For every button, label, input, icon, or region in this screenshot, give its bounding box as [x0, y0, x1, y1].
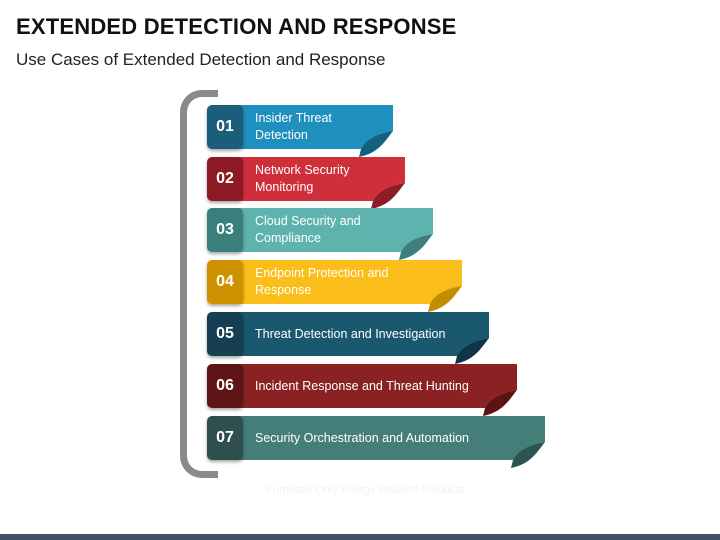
ribbon-fold — [371, 183, 405, 209]
item-label: Insider Threat Detection — [255, 111, 332, 142]
item-ribbon: Security Orchestration and Automation — [237, 416, 545, 468]
item-ribbon: Endpoint Protection and Response — [237, 260, 462, 312]
item-number-badge: 03 — [207, 208, 243, 252]
item-number-badge: 06 — [207, 364, 243, 408]
ribbon-shape — [237, 364, 517, 416]
item-ribbon: Incident Response and Threat Hunting — [237, 364, 517, 416]
page-title: EXTENDED DETECTION AND RESPONSE — [16, 14, 457, 39]
ribbon-fold — [511, 442, 545, 468]
bracket-rail — [180, 90, 218, 478]
item-number-badge: 05 — [207, 312, 243, 356]
item-number-badge: 02 — [207, 157, 243, 201]
item-label: Cloud Security and Compliance — [255, 214, 361, 245]
ribbon-fold — [455, 338, 489, 364]
item-number-badge: 04 — [207, 260, 243, 304]
ribbon-body — [237, 416, 545, 460]
ribbon-shape — [237, 105, 393, 157]
ribbon-body — [237, 312, 489, 356]
ribbon-fold — [359, 131, 393, 157]
ribbon-fold — [483, 390, 517, 416]
ribbon-shape — [237, 260, 462, 312]
item-label: Security Orchestration and Automation — [255, 430, 470, 445]
footer-watermark: Purchase Only Energy Efficient Products — [265, 484, 465, 496]
item-number-badge: 01 — [207, 105, 243, 149]
item-ribbon: Cloud Security and Compliance — [237, 208, 433, 260]
item-label: Incident Response and Threat Hunting — [255, 378, 469, 393]
item-label: Network Security Monitoring — [255, 163, 350, 194]
ribbon-shape — [237, 312, 489, 364]
ribbon-body — [237, 105, 393, 149]
item-ribbon: Insider Threat Detection — [237, 105, 393, 157]
item-label: Endpoint Protection and Response — [255, 266, 389, 297]
page-subtitle: Use Cases of Extended Detection and Resp… — [16, 50, 386, 69]
ribbon-fold — [428, 286, 462, 312]
ribbon-shape — [237, 208, 433, 260]
item-ribbon: Threat Detection and Investigation — [237, 312, 489, 364]
item-label: Threat Detection and Investigation — [255, 326, 446, 341]
ribbon-fold — [399, 234, 433, 260]
ribbon-body — [237, 208, 433, 252]
ribbon-shape — [237, 416, 545, 468]
item-number-badge: 07 — [207, 416, 243, 460]
bottom-bar — [0, 534, 720, 540]
ribbon-shape — [237, 157, 405, 209]
ribbon-body — [237, 157, 405, 201]
ribbon-body — [237, 364, 517, 408]
ribbon-body — [237, 260, 462, 304]
item-ribbon: Network Security Monitoring — [237, 157, 405, 209]
